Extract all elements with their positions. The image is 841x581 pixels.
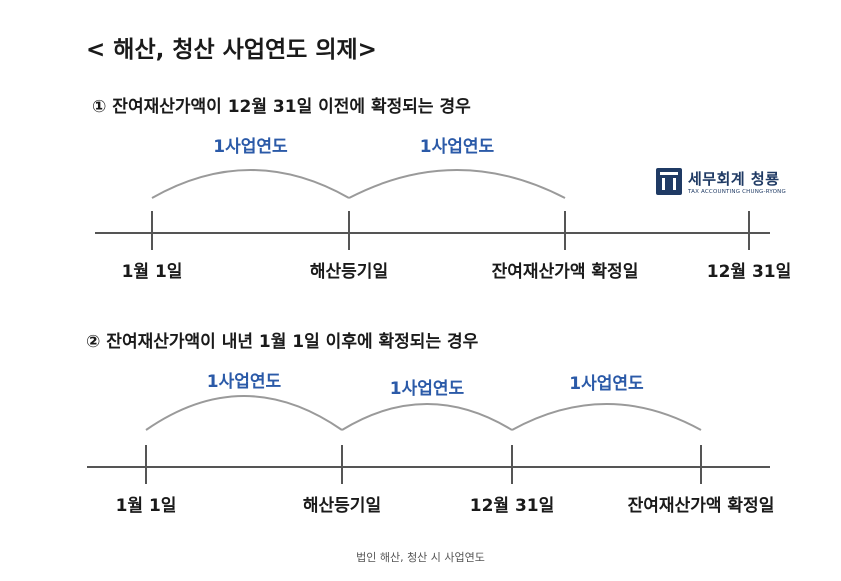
period-arc <box>145 395 343 431</box>
page-title: < 해산, 청산 사업연도 의제> <box>86 37 377 63</box>
period-arc <box>341 403 513 431</box>
period-label: 1사업연도 <box>213 137 288 157</box>
period-arc <box>151 169 350 199</box>
tick-label: 12월 31일 <box>707 262 792 282</box>
tick-label: 1월 1일 <box>122 262 183 282</box>
period-label: 1사업연도 <box>390 379 465 399</box>
period-arc <box>348 169 566 199</box>
figure-caption: 법인 해산, 청산 시 사업연도 <box>356 551 485 564</box>
tick-label: 해산등기일 <box>310 262 388 282</box>
period-label: 1사업연도 <box>207 372 282 392</box>
case-1-heading: ① 잔여재산가액이 12월 31일 이전에 확정되는 경우 <box>92 97 471 117</box>
period-label: 1사업연도 <box>420 137 495 157</box>
logo-subtitle: TAX ACCOUNTING CHUNG-RYONG <box>688 189 786 195</box>
company-logo: 세무회계 청룡 TAX ACCOUNTING CHUNG-RYONG <box>656 167 786 199</box>
tick-label: 12월 31일 <box>470 496 555 516</box>
tick-label: 해산등기일 <box>303 496 381 516</box>
tick-label: 잔여재산가액 확정일 <box>492 262 639 282</box>
case-2-heading: ② 잔여재산가액이 내년 1월 1일 이후에 확정되는 경우 <box>86 332 479 352</box>
tick-label: 잔여재산가액 확정일 <box>628 496 775 516</box>
tick-label: 1월 1일 <box>116 496 177 516</box>
logo-name: 세무회계 청룡 <box>688 170 780 188</box>
period-arc <box>511 403 702 431</box>
period-label: 1사업연도 <box>569 374 644 394</box>
logo-mark-icon <box>656 168 682 195</box>
